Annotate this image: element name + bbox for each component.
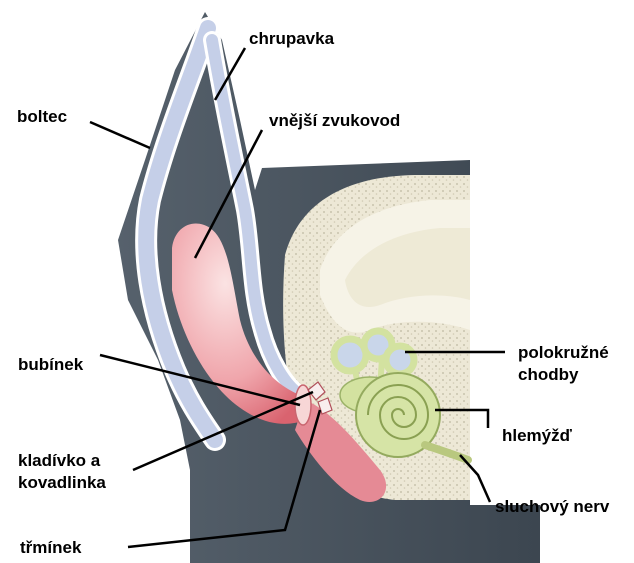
label-hlemyzd: hlemýžď [502, 425, 572, 447]
label-kladivko-kovadlinka: kladívko a kovadlinka [18, 450, 106, 494]
leader-boltec [90, 122, 150, 148]
label-trminek: třmínek [20, 537, 81, 559]
label-chrupavka: chrupavka [249, 28, 334, 50]
label-vnejsi-zvukovod: vnější zvukovod [269, 110, 400, 132]
label-polokruzne-chodby: polokružné chodby [518, 342, 609, 386]
label-bubinek: bubínek [18, 354, 83, 376]
label-sluchovy-nerv: sluchový nerv [495, 496, 609, 518]
label-boltec: boltec [17, 106, 67, 128]
